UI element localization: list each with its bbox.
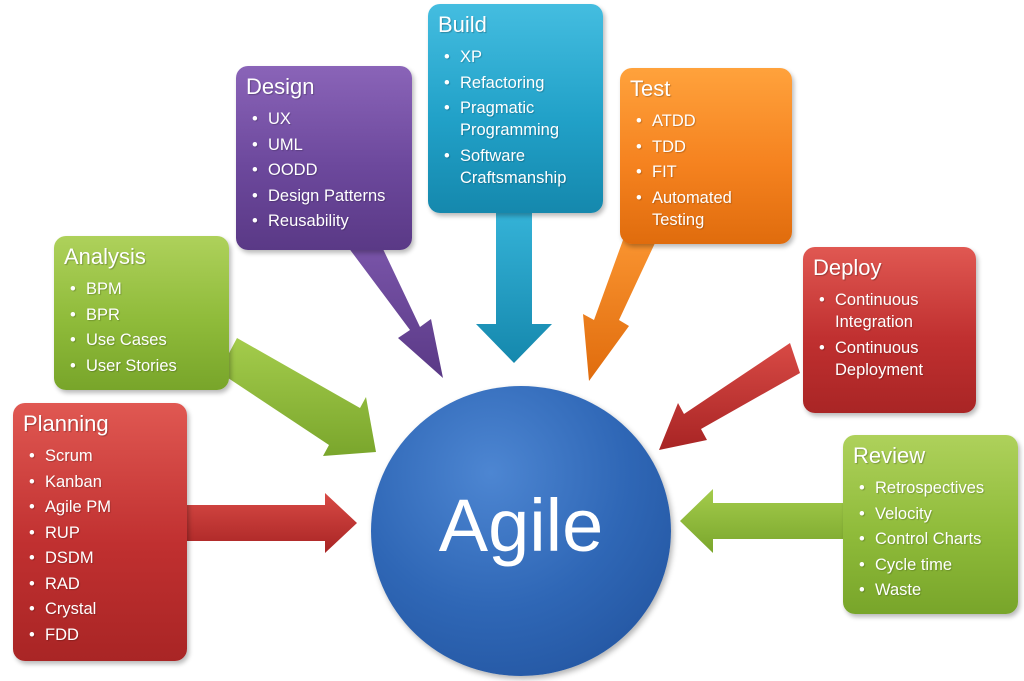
list-item: RAD bbox=[29, 573, 177, 595]
list-item: Reusability bbox=[252, 210, 402, 232]
build-card: Build XP Refactoring Pragmatic Programmi… bbox=[428, 4, 603, 213]
card-title-planning: Planning bbox=[23, 411, 109, 436]
list-item: Continuous Integration bbox=[819, 289, 966, 333]
list-item: Agile PM bbox=[29, 496, 177, 518]
arrow-review bbox=[680, 489, 845, 553]
list-item: BPR bbox=[70, 304, 219, 326]
list-item: Pragmatic Programming bbox=[444, 97, 593, 141]
list-item: Waste bbox=[859, 579, 1008, 601]
list-item: ATDD bbox=[636, 110, 782, 132]
list-item: UML bbox=[252, 134, 402, 156]
planning-card: Planning Scrum Kanban Agile PM RUP DSDM … bbox=[13, 403, 187, 661]
list-item: Kanban bbox=[29, 471, 177, 493]
deploy-card: Deploy Continuous Integration Continuous… bbox=[803, 247, 976, 413]
card-title-build: Build bbox=[438, 12, 487, 37]
list-item: DSDM bbox=[29, 547, 177, 569]
list-item: Retrospectives bbox=[859, 477, 1008, 499]
arrow-planning bbox=[185, 493, 357, 553]
arrow-build bbox=[476, 210, 552, 363]
list-item: Use Cases bbox=[70, 329, 219, 351]
list-item: Cycle time bbox=[859, 554, 1008, 576]
card-title-deploy: Deploy bbox=[813, 255, 882, 280]
arrow-design bbox=[348, 230, 443, 378]
review-card: Review Retrospectives Velocity Control C… bbox=[843, 435, 1018, 614]
list-item: Control Charts bbox=[859, 528, 1008, 550]
list-item: BPM bbox=[70, 278, 219, 300]
agile-circle: Agile bbox=[371, 386, 671, 676]
list-item: Crystal bbox=[29, 598, 177, 620]
analysis-list: BPM BPR Use Cases User Stories bbox=[64, 278, 219, 377]
test-list: ATDD TDD FIT Automated Testing bbox=[630, 110, 782, 231]
list-item: Automated Testing bbox=[636, 187, 782, 231]
design-card: Design UX UML OODD Design Patterns Reusa… bbox=[236, 66, 412, 250]
list-item: TDD bbox=[636, 136, 782, 158]
card-title-design: Design bbox=[246, 74, 315, 99]
list-item: FIT bbox=[636, 161, 782, 183]
list-item: RUP bbox=[29, 522, 177, 544]
list-item: Design Patterns bbox=[252, 185, 402, 207]
planning-list: Scrum Kanban Agile PM RUP DSDM RAD Cryst… bbox=[23, 445, 177, 646]
agile-label: Agile bbox=[438, 484, 604, 567]
list-item: XP bbox=[444, 46, 593, 68]
list-item: UX bbox=[252, 108, 402, 130]
card-title-analysis: Analysis bbox=[64, 244, 146, 269]
arrow-deploy bbox=[659, 343, 800, 450]
review-list: Retrospectives Velocity Control Charts C… bbox=[853, 477, 1008, 601]
card-title-review: Review bbox=[853, 443, 926, 468]
list-item: User Stories bbox=[70, 355, 219, 377]
build-list: XP Refactoring Pragmatic Programming Sof… bbox=[438, 46, 593, 189]
analysis-card: Analysis BPM BPR Use Cases User Stories bbox=[54, 236, 229, 390]
test-card: Test ATDD TDD FIT Automated Testing bbox=[620, 68, 792, 244]
list-item: Velocity bbox=[859, 503, 1008, 525]
list-item: Continuous Deployment bbox=[819, 337, 966, 381]
list-item: Refactoring bbox=[444, 72, 593, 94]
list-item: Software Craftsmanship bbox=[444, 145, 593, 189]
card-title-test: Test bbox=[630, 76, 671, 101]
arrow-analysis bbox=[219, 338, 376, 456]
list-item: Scrum bbox=[29, 445, 177, 467]
design-list: UX UML OODD Design Patterns Reusability bbox=[246, 108, 402, 232]
list-item: FDD bbox=[29, 624, 177, 646]
list-item: OODD bbox=[252, 159, 402, 181]
arrow-test bbox=[583, 229, 655, 381]
deploy-list: Continuous Integration Continuous Deploy… bbox=[813, 289, 966, 381]
